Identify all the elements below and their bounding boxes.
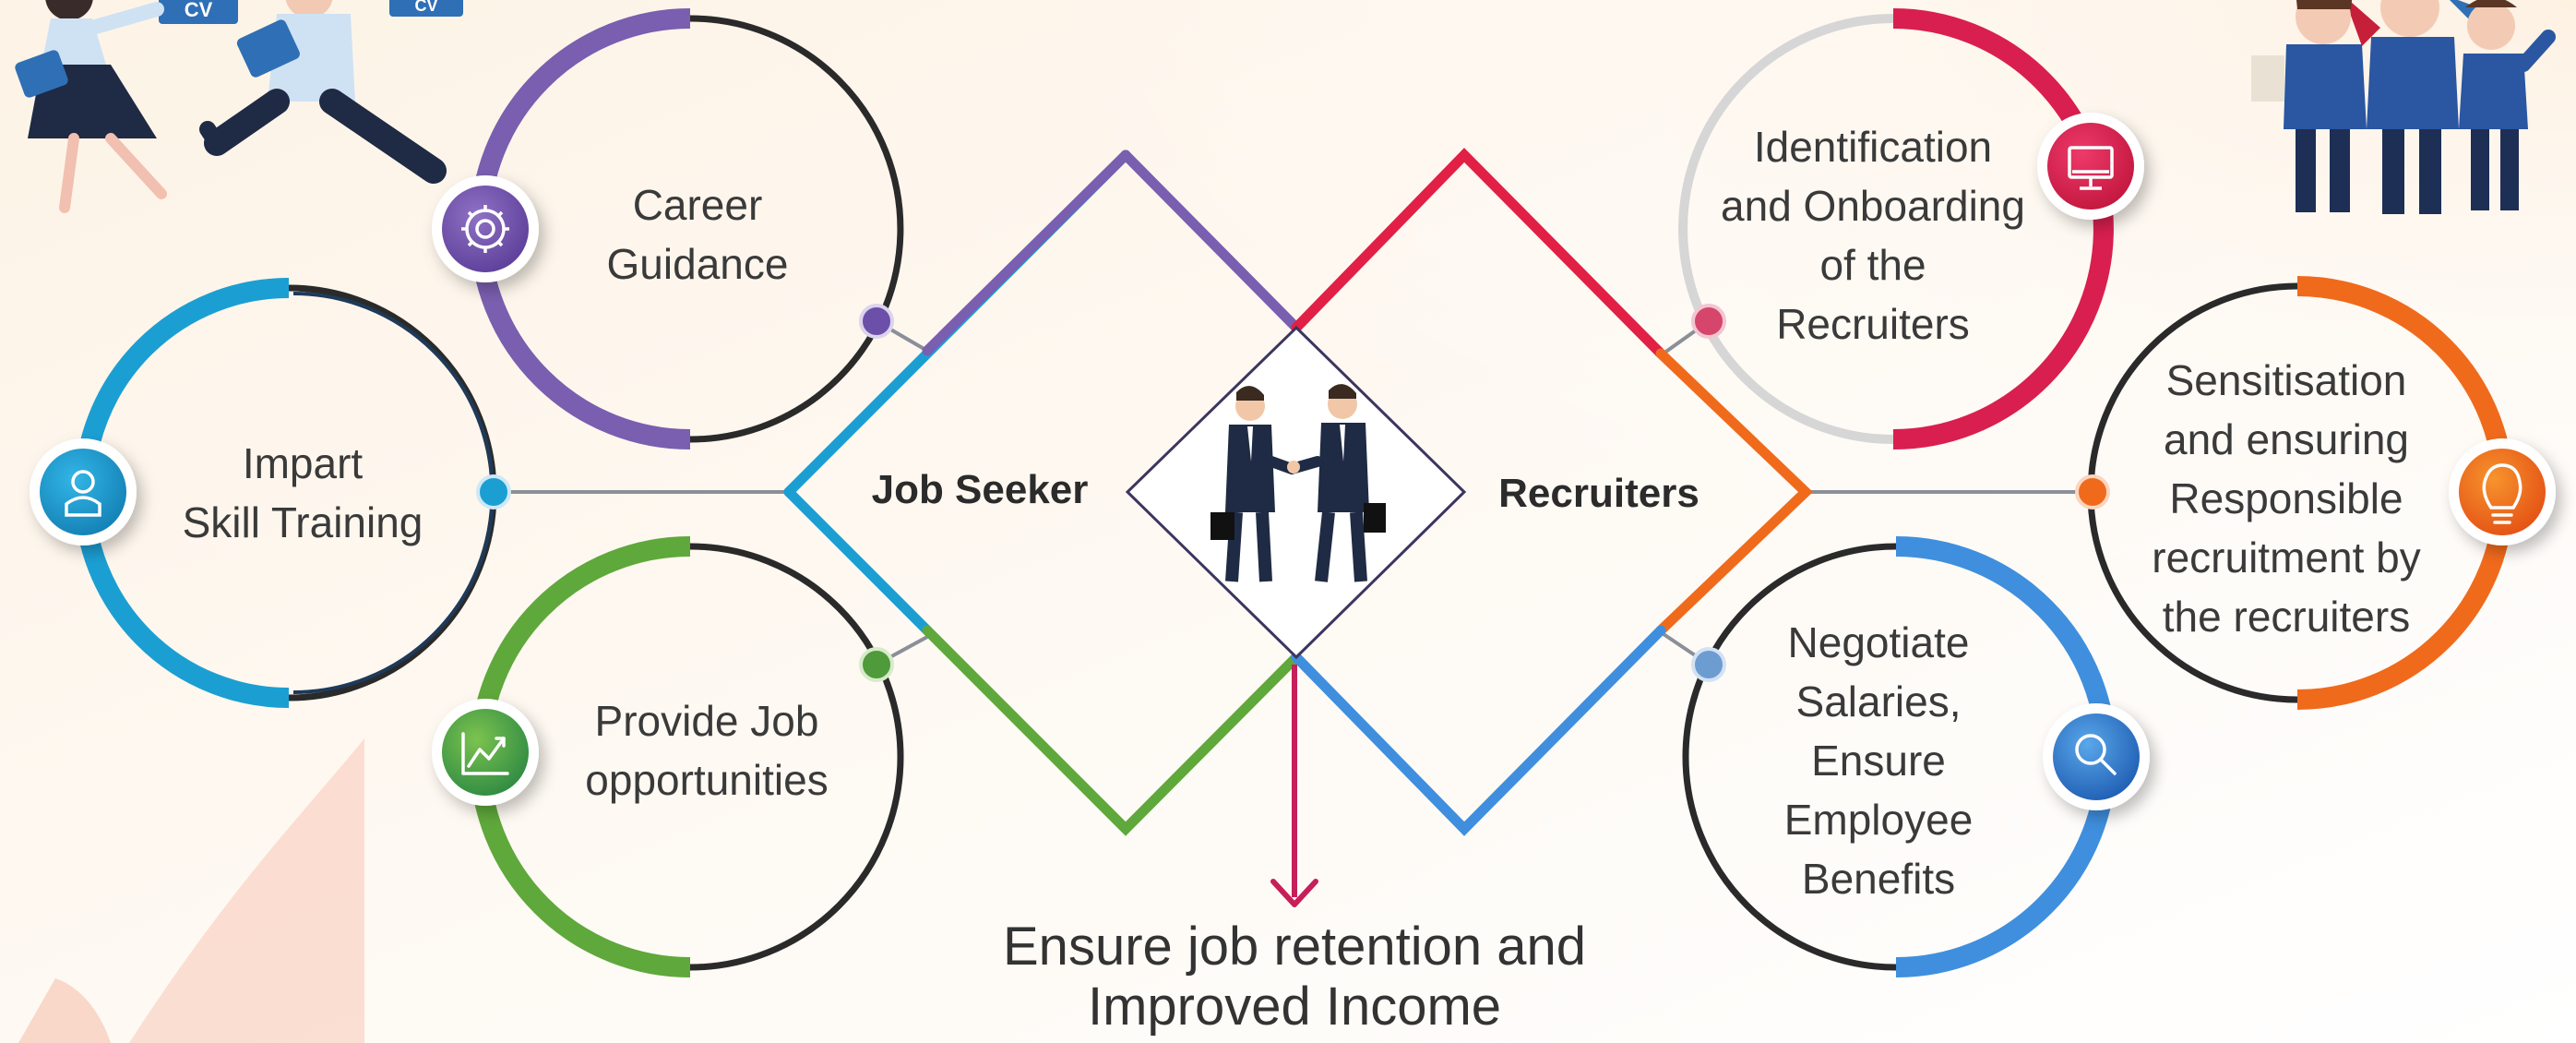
negotiate-line-5: Benefits [1802, 855, 1955, 903]
growth-chart-icon [461, 732, 509, 775]
identification-line-1: Identification [1754, 123, 1992, 171]
skill-training-line-1: Impart [243, 439, 364, 487]
job-opportunities-line-1: Provide Job [595, 697, 819, 745]
job-opportunities-line-2: opportunities [585, 756, 828, 804]
outcome-line-2: Improved Income [1088, 977, 1501, 1037]
magnifier-icon [2075, 734, 2117, 775]
negotiate-salaries-node: Negotiate Salaries, Ensure Employee Bene… [1682, 536, 2150, 977]
identification-line-2: and Onboarding [1721, 182, 2025, 230]
identification-connector-dot [1691, 304, 1726, 339]
sensitisation-line-2: and ensuring [2164, 415, 2409, 463]
job-seekers-illustration: CV CV [15, 0, 463, 213]
cv-tag-text-1: CV [185, 0, 213, 21]
job-seeker-label: Job Seeker [872, 467, 1089, 512]
lightbulb-icon-badge [2459, 449, 2546, 535]
negotiate-line-4: Employee [1784, 796, 1974, 844]
cv-tag-2 [389, 0, 463, 17]
sensitisation-line-4: recruitment by [2152, 533, 2420, 581]
career-guidance-node: Career Guidance [432, 8, 904, 450]
skill-training-connector-dot [476, 474, 511, 510]
sensitisation-line-5: the recruiters [2163, 593, 2410, 641]
job-opportunities-node: Provide Job opportunities [432, 536, 904, 977]
group-of-people-illustration [2251, 0, 2556, 214]
sensitisation-node: Sensitisation and ensuring Responsible r… [2075, 276, 2556, 710]
decorative-leaf [129, 738, 364, 1043]
skill-training-node: Impart Skill Training [30, 278, 511, 708]
negotiate-line-3: Ensure [1811, 737, 1946, 785]
recruiters-label: Recruiters [1498, 471, 1699, 516]
gear-icon-badge [442, 186, 529, 272]
sensitisation-connector-dot [2075, 474, 2110, 510]
sensitisation-line-3: Responsible [2169, 474, 2403, 522]
job-seeker-diamond [783, 150, 1302, 836]
growth-chart-icon-badge [442, 709, 529, 796]
outcome-arrow [1270, 665, 1318, 907]
identification-onboarding-node: Identification and Onboarding of the Rec… [1678, 8, 2144, 450]
magnifier-icon-badge [2053, 713, 2140, 800]
gear-icon [461, 205, 509, 253]
monitor-icon-badge [2047, 123, 2134, 210]
decorative-leaf-small [18, 978, 111, 1043]
recruiters-diamond [1291, 148, 1813, 836]
job-opportunities-connector-dot [859, 647, 894, 682]
negotiate-line-2: Salaries, [1796, 677, 1962, 725]
lightbulb-icon [2482, 463, 2522, 524]
identification-line-4: Recruiters [1776, 300, 1970, 348]
negotiate-connector-dot [1691, 647, 1726, 682]
identification-line-3: of the [1819, 241, 1926, 289]
user-icon [65, 470, 101, 517]
monitor-icon [2068, 146, 2114, 190]
outcome-line-1: Ensure job retention and [1003, 917, 1586, 977]
sensitisation-line-1: Sensitisation [2166, 356, 2407, 404]
handshake-icon [1210, 384, 1386, 582]
career-guidance-line-2: Guidance [607, 240, 789, 288]
career-guidance-line-1: Career [633, 181, 763, 229]
skill-training-line-2: Skill Training [183, 498, 423, 546]
cv-tag-text-2: CV [414, 0, 437, 15]
negotiate-line-1: Negotiate [1788, 618, 1970, 666]
career-guidance-connector-dot [859, 304, 894, 339]
handshake-frame [1125, 325, 1467, 660]
cv-tag-1 [159, 0, 238, 24]
